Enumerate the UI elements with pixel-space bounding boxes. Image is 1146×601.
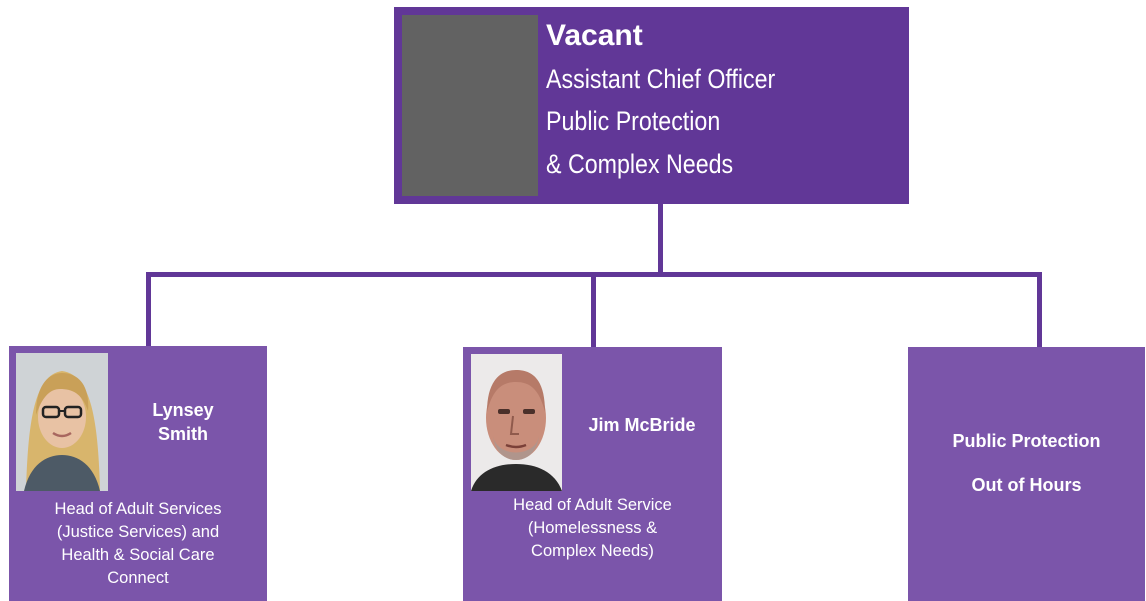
photo-jim-mcbride (471, 354, 562, 491)
connector-drop-middle (591, 272, 596, 348)
node-title: Public Protection (952, 431, 1101, 451)
node-public-protection-out-of-hours: Public Protection Out of Hours (908, 347, 1145, 601)
node-role: Head of Adult Service (Homelessness & Co… (513, 496, 672, 561)
node-title-line: Assistant Chief Officer (546, 64, 776, 94)
node-name: Vacant (546, 19, 643, 52)
node-role: Head of Adult Services (Justice Services… (54, 500, 222, 588)
node-name: Lynsey Smith (152, 400, 214, 445)
node-title-line: & Complex Needs (546, 149, 734, 179)
connector-vertical-top (658, 204, 663, 275)
node-name: Jim McBride (588, 415, 696, 435)
node-title-line: Public Protection (546, 106, 721, 136)
photo-lynsey-smith (16, 353, 108, 491)
node-lynsey-smith: Lynsey Smith Head of Adult Services (Jus… (9, 346, 267, 601)
connector-drop-right (1037, 272, 1042, 348)
node-jim-mcbride: Jim McBride Head of Adult Service (Homel… (463, 347, 722, 601)
connector-drop-left (146, 272, 151, 347)
node-assistant-chief-officer: Vacant Assistant Chief Officer Public Pr… (394, 7, 909, 204)
node-title: Out of Hours (971, 475, 1082, 495)
photo-placeholder (402, 15, 538, 196)
